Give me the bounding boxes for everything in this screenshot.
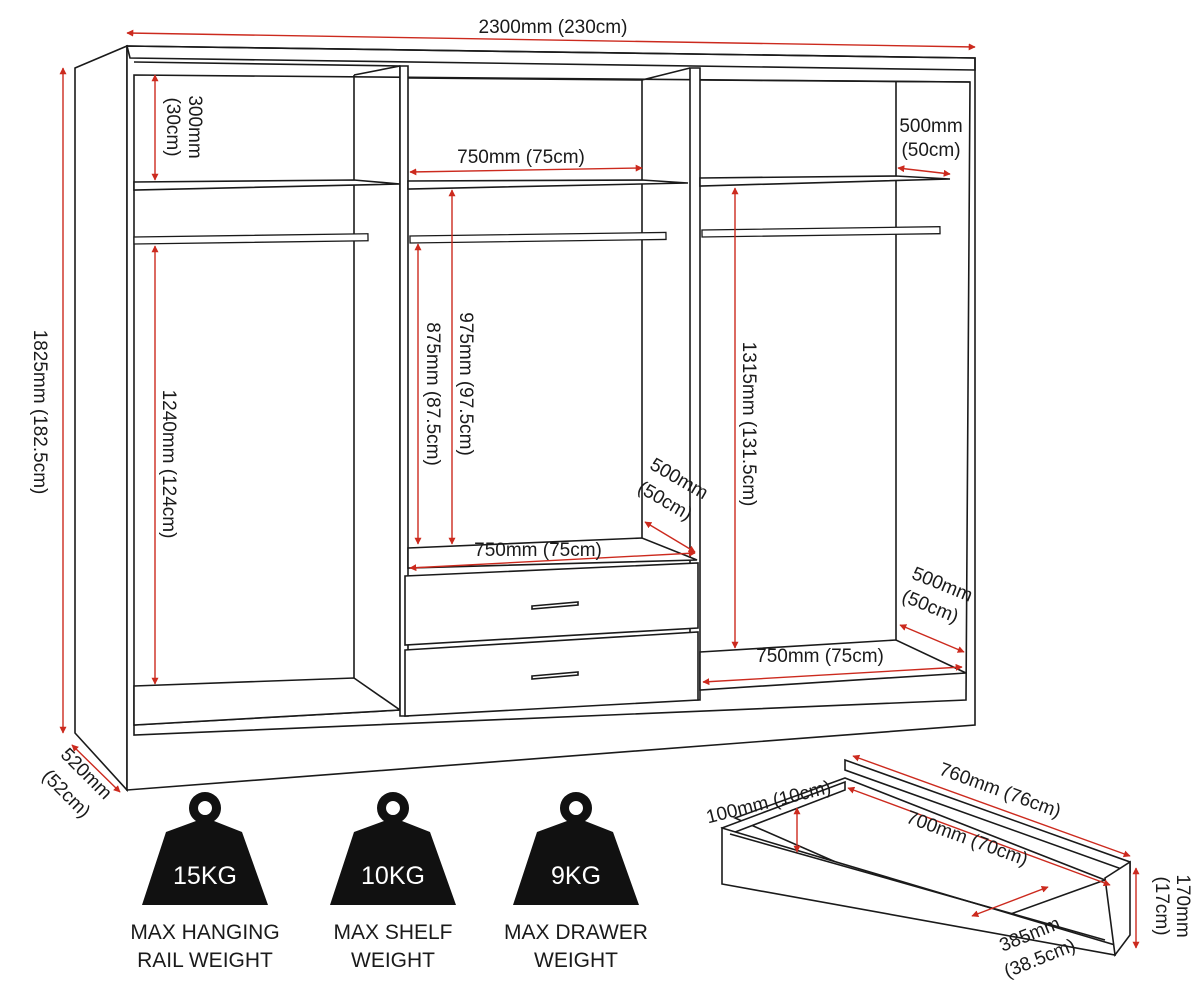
drawer-right-side [1104, 860, 1131, 958]
weight-value: 9KG [551, 862, 601, 890]
label-center-shelf-width: 750mm (75cm) [457, 147, 585, 168]
arrow-center-base-width [409, 549, 696, 572]
arrow-right-shelf-depth [897, 165, 951, 177]
weight-value: 15KG [173, 862, 237, 890]
arrow-drawer-inner-length [847, 786, 1111, 887]
arrow-center-shelf-width [409, 164, 643, 176]
dimension-arrows [59, 29, 976, 793]
left-hanging-rail [133, 233, 369, 245]
label-drawer-outer-height-mm: 170mm [1172, 874, 1193, 937]
label-right-shelf-depth-cm: (50cm) [901, 140, 960, 161]
wardrobe [74, 44, 976, 793]
weight-caption-line2: RAIL WEIGHT [137, 949, 273, 972]
weight-value: 10KG [361, 862, 425, 890]
label-left-top-gap-cm: (30cm) [162, 97, 183, 156]
arrow-center-depth [644, 521, 696, 553]
label-center-base-width: 750mm (75cm) [474, 540, 602, 561]
drawer-bottom-handle[interactable] [531, 671, 579, 680]
weight-caption-line2: WEIGHT [351, 949, 435, 972]
label-right-shelf-depth-mm: 500mm [899, 116, 962, 137]
weight-shelf: 10KG MAX SHELF WEIGHT [330, 792, 456, 972]
center-hanging-rail [409, 231, 667, 244]
right-hanging-rail [701, 226, 941, 238]
arrow-total-width [126, 29, 976, 51]
weight-limits: 15KG MAX HANGING RAIL WEIGHT 10KG MAX SH… [130, 792, 648, 972]
label-left-top-gap-mm: 300mm [184, 95, 205, 158]
dimension-labels: 2300mm (230cm) 1825mm (182.5cm) 520mm (5… [29, 17, 975, 822]
arrow-right-base-depth [899, 624, 965, 653]
weight-icon [330, 792, 456, 905]
center-shelf [407, 179, 689, 190]
arrow-total-depth [71, 744, 121, 793]
label-center-hanging: 875mm (87.5cm) [422, 322, 443, 466]
label-drawer-outer-height-cm: (17cm) [1151, 876, 1172, 935]
drawer-unit [404, 562, 699, 717]
weight-drawer: 9KG MAX DRAWER WEIGHT [504, 792, 648, 972]
weight-caption-line2: WEIGHT [534, 949, 618, 972]
drawer-top-handle[interactable] [531, 601, 579, 610]
weight-caption-line1: MAX DRAWER [504, 921, 648, 944]
weight-icon [513, 792, 639, 905]
label-right-base-width: 750mm (75cm) [756, 646, 884, 667]
label-right-hanging: 1315mm (131.5cm) [738, 342, 759, 507]
arrow-right-base-width [702, 663, 963, 686]
label-total-width: 2300mm (230cm) [479, 17, 628, 38]
label-center-shelf-gap: 975mm (97.5cm) [455, 312, 476, 456]
weight-hanging-rail: 15KG MAX HANGING RAIL WEIGHT [130, 792, 280, 972]
right-shelf [699, 175, 951, 187]
weight-icon [142, 792, 268, 905]
label-drawer-outer-length: 760mm (76cm) [936, 759, 1063, 822]
arrow-drawer-inner-depth [971, 885, 1049, 918]
drawer-detail: 760mm (76cm) 100mm (10cm) 700mm (70cm) 3… [704, 754, 1193, 983]
label-left-hanging: 1240mm (124cm) [158, 390, 179, 539]
top-board [125, 45, 976, 71]
weight-caption-line1: MAX HANGING [130, 921, 279, 944]
label-total-height: 1825mm (182.5cm) [29, 330, 50, 495]
weight-caption-line1: MAX SHELF [333, 921, 452, 944]
left-side-panel [74, 44, 128, 793]
